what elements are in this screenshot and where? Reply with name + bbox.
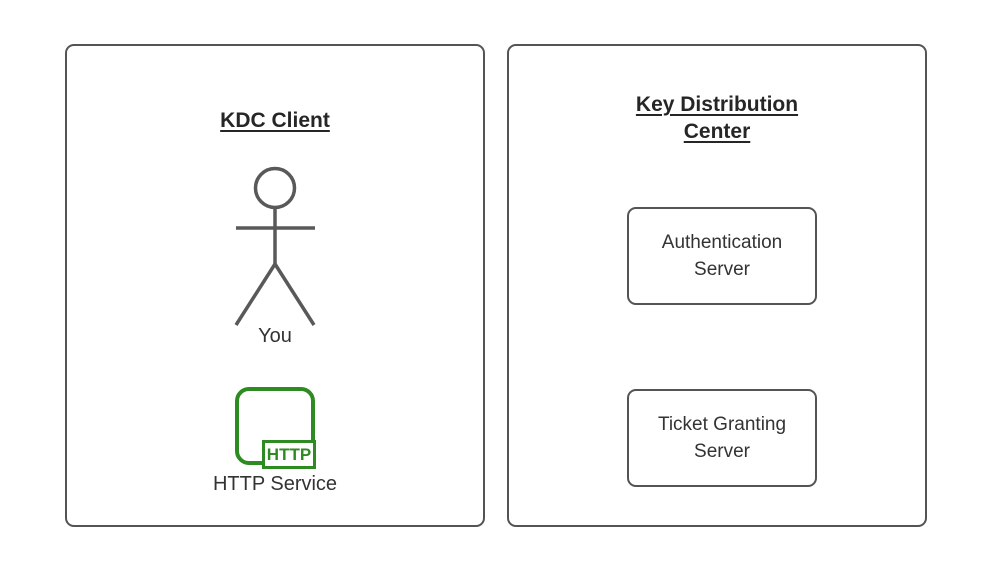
ticket-granting-server-label: Ticket Granting Server — [657, 414, 787, 462]
authentication-server-label: Authentication Server — [661, 232, 783, 280]
stick-figure-actor-icon — [234, 166, 316, 326]
ticket-granting-server-box: Ticket Granting Server — [627, 389, 817, 487]
authentication-server-box: Authentication Server — [627, 207, 817, 305]
actor-label: You — [258, 325, 292, 347]
http-service-label: HTTP Service — [212, 473, 338, 495]
key-distribution-center-panel: Key Distribution Center Authentication S… — [507, 44, 927, 527]
http-badge: HTTP — [262, 440, 316, 469]
kdc-client-panel: KDC Client You HTTP HTTP Service — [65, 44, 485, 527]
kdc-client-panel-title: KDC Client — [220, 109, 330, 132]
key-distribution-center-title: Key Distribution Center — [635, 93, 799, 143]
